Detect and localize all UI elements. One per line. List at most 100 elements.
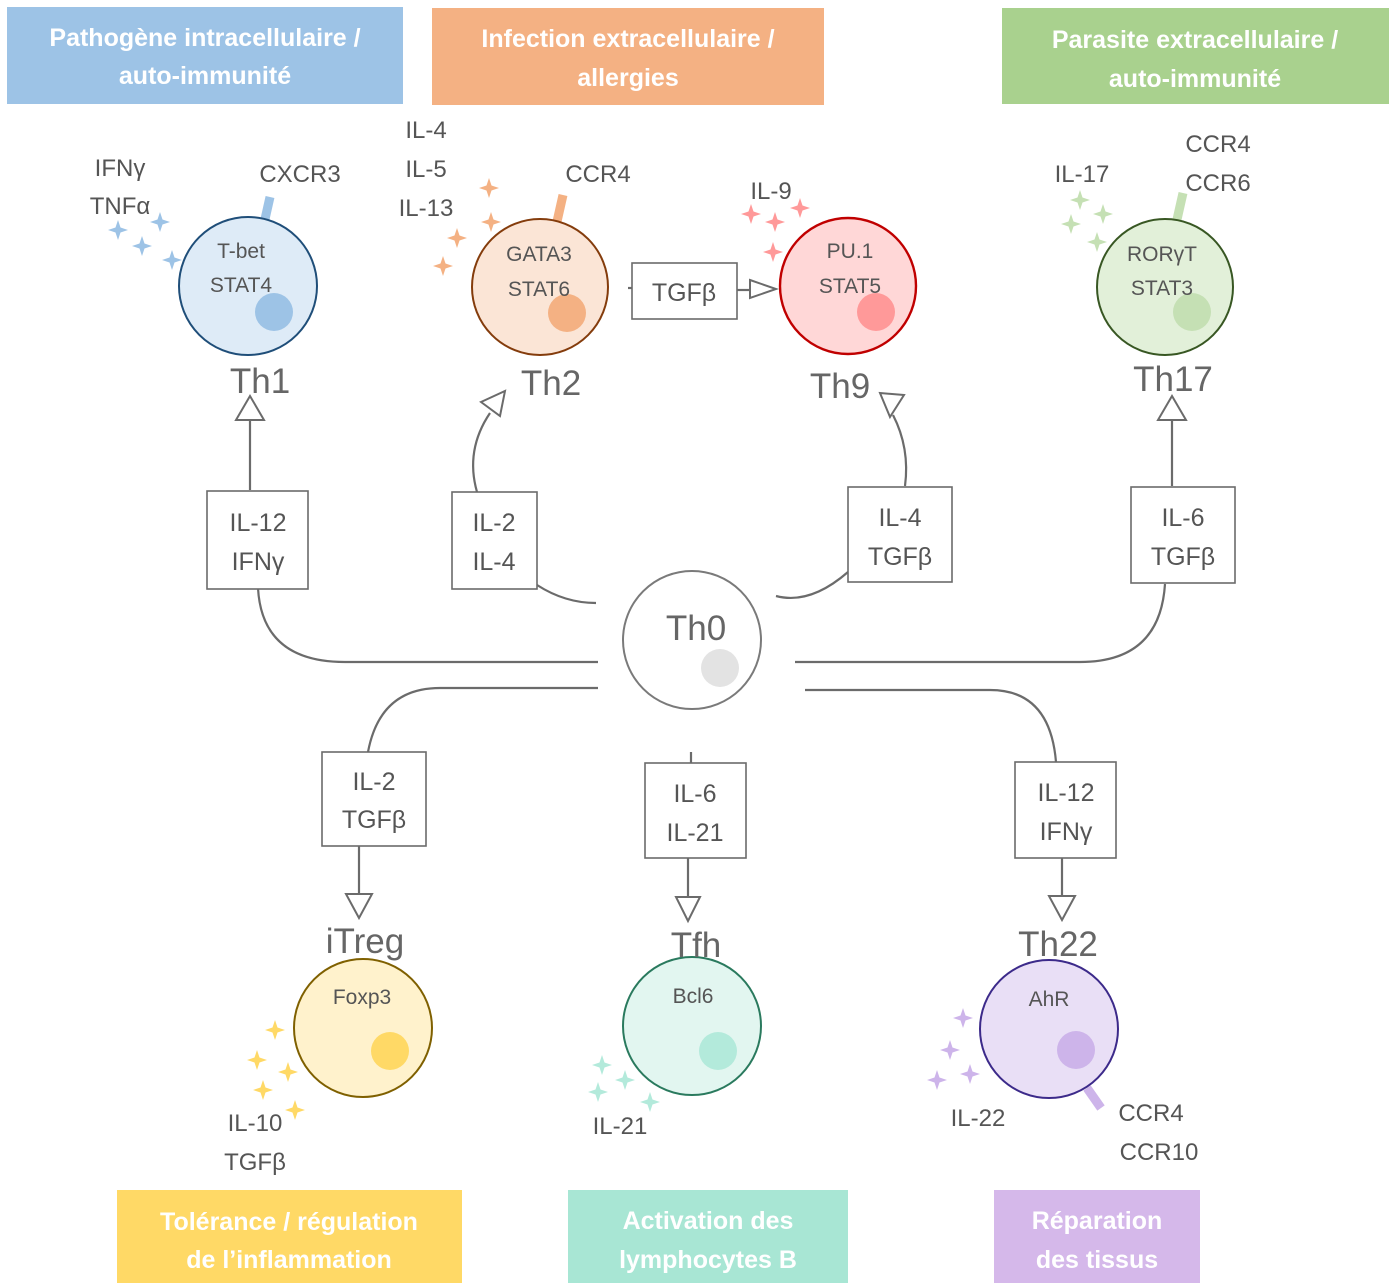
sparkles-th1 (108, 212, 182, 270)
condition-box-th1: IL-12 IFNγ (206, 490, 309, 590)
sparkle-icon (253, 1080, 273, 1100)
receptor-stalk-th22 (1083, 1085, 1105, 1111)
banner-th2-bg (432, 8, 824, 105)
sparkles-tfh (588, 1055, 660, 1112)
cell-name-th17: Th17 (1133, 360, 1213, 399)
sparkles-itreg (247, 1020, 305, 1120)
path-th0-th1 (256, 587, 598, 664)
factor-th1-1: STAT4 (210, 274, 273, 297)
cell-name-th2: Th2 (521, 364, 581, 403)
factor-itreg-0: Foxp3 (333, 986, 391, 1009)
banner-th17-bg (1002, 8, 1389, 104)
condition-th9-line2: TGFβ (868, 543, 932, 571)
banner-th22-line2: des tissus (1036, 1246, 1158, 1274)
cell-th0: Th0 (622, 570, 762, 710)
arrowhead-th17 (1156, 394, 1188, 421)
sparkle-icon (433, 256, 453, 276)
sparkles-th9 (741, 198, 810, 262)
receptor-th1-0: CXCR3 (259, 161, 340, 188)
cell-th17: RORγT STAT3 Th17 (1096, 218, 1234, 399)
receptor-labels: CXCR3 CCR4 CCR4 CCR6 CCR4 CCR10 (259, 131, 1250, 1166)
factor-th17-1: STAT3 (1131, 277, 1193, 300)
path-th2-arrow (472, 412, 491, 493)
banner-tfh-line2: lymphocytes B (619, 1246, 797, 1274)
cell-itreg: Foxp3 iTreg (293, 922, 433, 1098)
cytokine-th1-1: TNFα (90, 193, 151, 220)
banner-itreg-line2: de l’inflammation (186, 1246, 392, 1274)
cell-th22: AhR Th22 (979, 925, 1119, 1099)
path-th0-itreg (366, 686, 598, 753)
banner-th17: Parasite extracellulaire / auto-immunité (1002, 8, 1389, 104)
banner-tfh-bg (568, 1190, 848, 1283)
banner-th22-line1: Réparation (1032, 1207, 1163, 1235)
nucleus-tfh (699, 1032, 737, 1070)
sparkle-icon (765, 212, 785, 232)
sparkle-icon (1061, 214, 1081, 234)
condition-th1-line2: IFNγ (232, 548, 285, 576)
cell-name-th1: Th1 (230, 362, 290, 401)
condition-th1-line1: IL-12 (230, 509, 287, 537)
cell-th9: PU.1 STAT5 Th9 (778, 216, 918, 406)
banner-th17-line1: Parasite extracellulaire / (1052, 26, 1338, 54)
condition-itreg-line2: TGFβ (342, 806, 406, 834)
banner-th1-bg (7, 7, 403, 104)
sparkle-icon (1070, 190, 1090, 210)
nucleus-th9 (857, 293, 895, 331)
cytokine-labels: IFNγ TNFα IL-4 IL-5 IL-13 IL-9 IL-17 IL-… (90, 117, 1110, 1176)
condition-th22-line2: IFNγ (1040, 818, 1093, 846)
sparkles-th22 (927, 1008, 980, 1090)
banner-th1-line1: Pathogène intracellulaire / (49, 24, 360, 52)
sparkle-icon (481, 212, 501, 232)
sparkle-icon (741, 204, 761, 224)
condition-box-th22: IL-12 IFNγ (1014, 761, 1117, 859)
sparkles-th2 (433, 178, 501, 276)
cytokine-th2-2: IL-13 (399, 195, 454, 222)
sparkle-icon (763, 242, 783, 262)
sparkle-icon (1093, 204, 1113, 224)
cytokine-th2-1: IL-5 (405, 156, 446, 183)
path-th0-th17 (795, 583, 1167, 664)
connector-lines (248, 286, 1174, 898)
factor-tfh-0: Bcl6 (673, 985, 714, 1008)
sparkle-icon (162, 250, 182, 270)
sparkle-icon (940, 1040, 960, 1060)
banner-th1-line2: auto-immunité (119, 62, 291, 90)
nucleus-th22 (1057, 1031, 1095, 1069)
factor-th9-1: STAT5 (819, 275, 881, 298)
sparkle-icon (1087, 232, 1107, 252)
condition-tfh-line2: IL-21 (667, 819, 724, 847)
condition-box-th2-to-th9: TGFβ (631, 262, 738, 320)
sparkle-icon (592, 1055, 612, 1075)
nucleus-th17 (1173, 293, 1211, 331)
cell-name-th0: Th0 (666, 609, 726, 648)
path-th0-th9 (775, 571, 849, 600)
sparkle-icon (265, 1020, 285, 1040)
banner-th1: Pathogène intracellulaire / auto-immunit… (7, 7, 403, 104)
condition-th22-line1: IL-12 (1038, 779, 1095, 807)
sparkle-icon (927, 1070, 947, 1090)
condition-th2-line1: IL-2 (472, 509, 515, 537)
sparkle-icon (278, 1062, 298, 1082)
condition-th2-line2: IL-4 (472, 548, 515, 576)
path-th0-th22 (805, 688, 1058, 763)
receptor-th17-0: CCR4 (1185, 131, 1250, 158)
arrowheads (234, 278, 1188, 924)
sparkle-icon (479, 178, 499, 198)
sparkle-icon (790, 198, 810, 218)
cytokine-th22-0: IL-22 (951, 1105, 1006, 1132)
sparkle-icon (615, 1070, 635, 1090)
banner-tfh: Activation des lymphocytes B (568, 1190, 848, 1283)
banner-itreg-bg (117, 1190, 462, 1283)
banner-th22-bg (994, 1190, 1200, 1283)
condition-itreg-line1: IL-2 (352, 768, 395, 796)
sparkle-icon (447, 228, 467, 248)
arrowhead-itreg (344, 893, 374, 921)
banner-th2-line1: Infection extracellulaire / (481, 25, 774, 53)
sparkle-icon (960, 1064, 980, 1084)
receptor-stalk-th17 (1171, 192, 1188, 225)
sparkle-icon (953, 1008, 973, 1028)
banner-itreg-line1: Tolérance / régulation (160, 1208, 418, 1236)
factor-th22-0: AhR (1029, 988, 1070, 1011)
receptor-th17-1: CCR6 (1185, 170, 1250, 197)
banner-th2-line2: allergies (577, 64, 678, 92)
